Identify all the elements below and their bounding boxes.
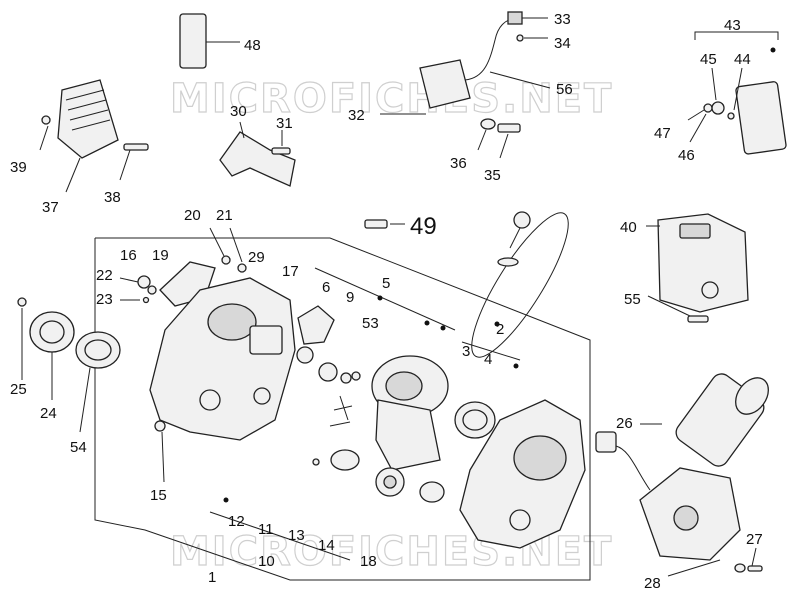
part-5-gear-assembly [314,267,456,497]
callout-18: 18 [360,553,377,570]
callout-2: 2 [496,321,504,338]
callout-35: 35 [484,167,501,184]
callout-31: 31 [276,115,293,132]
callout-24: 24 [40,405,57,422]
callout-45: 45 [700,51,717,68]
part-48-fuse-block [179,13,240,69]
callout-38: 38 [104,189,121,206]
callout-5: 5 [382,275,390,292]
callout-37: 37 [42,199,59,216]
callout-49: 49 [410,213,437,240]
part-32-sensor-with-hose [380,11,551,115]
callout-6: 6 [322,279,330,296]
callout-20: 20 [184,207,201,224]
callout-14: 14 [318,537,335,554]
callout-56: 56 [556,81,573,98]
callout-54: 54 [70,439,87,456]
callout-4: 4 [484,351,492,368]
callout-25: 25 [10,381,27,398]
part-37-regulator [39,79,149,193]
callout-40: 40 [620,219,637,236]
callout-26: 26 [616,415,633,432]
part-2-right-housing [419,321,586,549]
callout-43: 43 [724,17,741,34]
part-link-shaft [471,211,569,358]
bullet-dot [223,497,229,503]
callout-44: 44 [734,51,751,68]
part-49-screw [364,219,405,229]
callout-13: 13 [288,527,305,544]
callout-19: 19 [152,247,169,264]
callout-1: 1 [208,569,216,586]
callout-29: 29 [248,249,265,266]
watermark-top: MICROFICHES.NET [170,76,613,122]
callout-10: 10 [258,553,275,570]
callout-27: 27 [746,531,763,548]
callout-32: 32 [348,107,365,124]
part-30-bracket [219,121,296,187]
callout-47: 47 [654,125,671,142]
callout-33: 33 [554,11,571,28]
part-24-sensor-ring [17,297,121,433]
part-1-left-housing [149,277,296,483]
part-40-ecu [646,213,749,323]
callout-9: 9 [346,289,354,306]
callout-39: 39 [10,159,27,176]
callout-12: 12 [228,513,245,530]
callout-28: 28 [644,575,661,592]
callout-15: 15 [150,487,167,504]
callout-16: 16 [120,247,137,264]
callout-23: 23 [96,291,113,308]
assembly-frame [94,237,591,581]
callout-11: 11 [258,521,274,538]
callout-3: 3 [462,343,470,360]
callout-48: 48 [244,37,261,54]
part-26-electric-motor [595,373,769,577]
callout-53: 53 [362,315,379,332]
callout-22: 22 [96,267,113,284]
callout-17: 17 [282,263,299,280]
part-29-insert [297,305,335,345]
callout-34: 34 [554,35,571,52]
callout-36: 36 [450,155,467,172]
callout-30: 30 [230,103,247,120]
part-35-bolt [477,118,521,159]
leader-line-10-11 [209,511,351,561]
part-43-control-unit [687,31,787,155]
callout-21: 21 [216,207,233,224]
callout-46: 46 [678,147,695,164]
callout-55: 55 [624,291,641,308]
middle-seals-stack [296,346,361,471]
